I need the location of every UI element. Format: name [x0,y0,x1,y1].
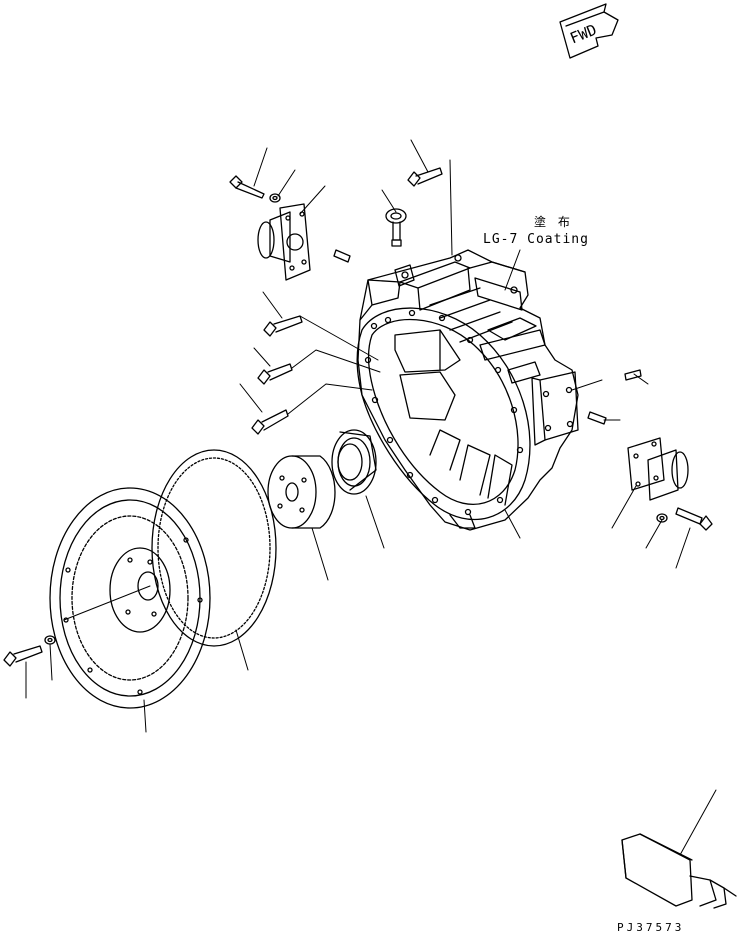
coating-note: LG-7 Coating [483,232,589,247]
washer-flywheel [44,635,56,645]
transmission-housing [356,249,579,531]
flange-cover-top [257,203,311,281]
drawing-code: PJ37573 [617,921,685,934]
dowel-pins-right [587,369,642,425]
leader-lines [25,139,717,856]
coupling-hub [267,455,336,529]
forward-direction-arrow [559,3,619,59]
bolt-top-left [229,175,265,199]
dowel-pin-top [333,249,351,263]
washer-right [656,513,668,523]
flywheel [49,487,211,709]
eye-bolt [385,208,415,287]
ring-gear [151,449,277,647]
coating-note-japanese: 塗 布 [534,215,574,229]
installation-tool [621,833,737,909]
bolt-right [675,507,713,531]
bolts-left-group [251,315,303,435]
bolt-flywheel [3,645,43,667]
washer-top-left [269,193,281,203]
bolt-top-center [407,167,443,187]
flange-cover-right [627,437,689,501]
bearing [331,429,377,495]
